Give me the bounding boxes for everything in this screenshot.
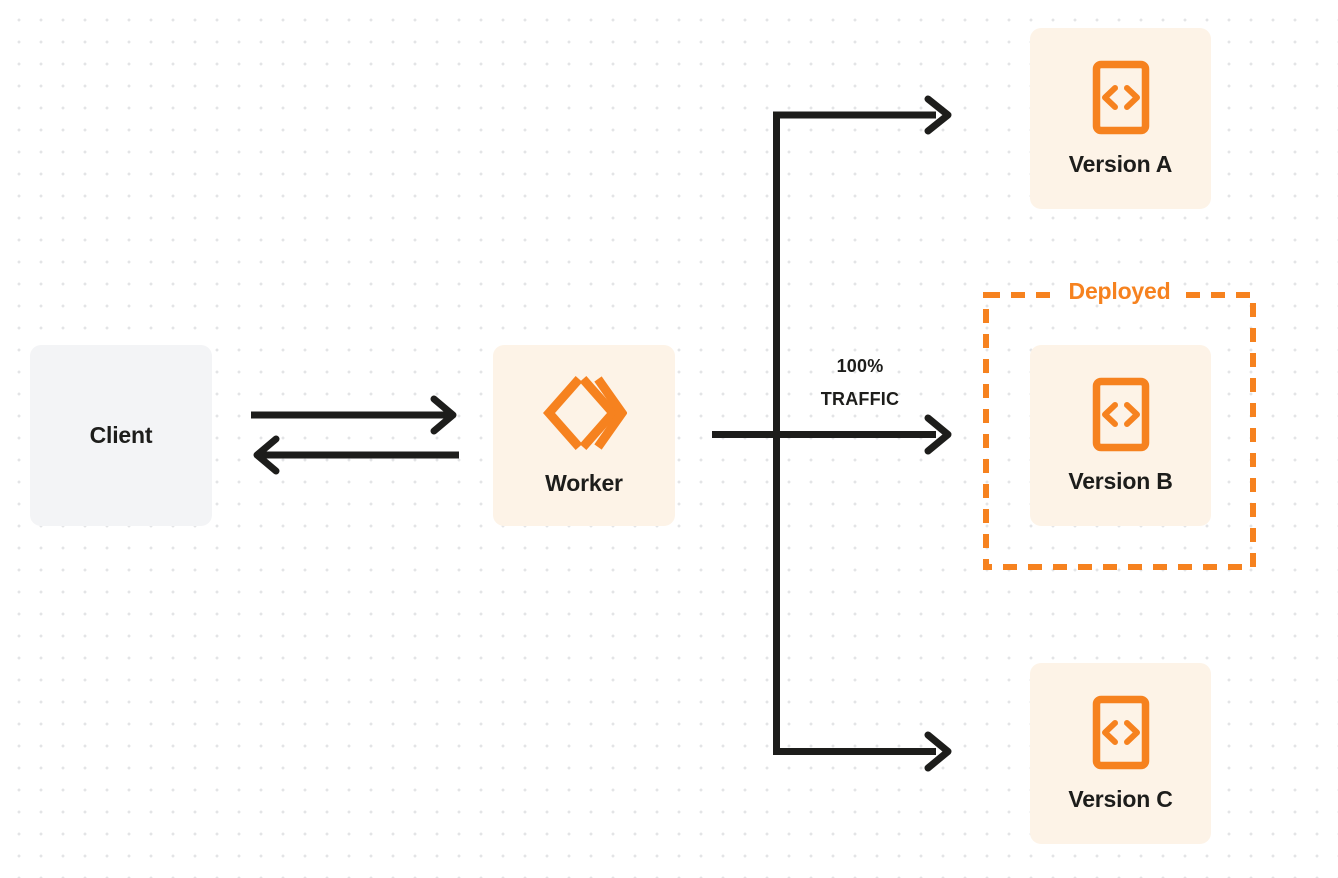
edge-to-version-a (773, 95, 952, 135)
node-version-c-label: Version C (1068, 785, 1173, 812)
node-version-b-label: Version B (1068, 467, 1173, 494)
code-file-icon (1092, 377, 1150, 452)
edge-worker-to-client (253, 435, 459, 475)
node-version-a-label: Version A (1068, 150, 1173, 177)
node-worker-label: Worker (545, 470, 623, 496)
code-file-icon (1092, 60, 1150, 135)
node-client-label: Client (89, 422, 153, 448)
edge-client-to-worker (251, 395, 457, 435)
cloudflare-workers-icon (541, 374, 627, 452)
node-version-c[interactable]: Version C (1030, 663, 1211, 844)
edge-to-version-b (712, 414, 952, 455)
node-version-b[interactable]: Version B (1030, 345, 1211, 526)
code-file-icon (1092, 695, 1150, 770)
node-worker[interactable]: Worker (493, 345, 675, 526)
node-version-a[interactable]: Version A (1030, 28, 1211, 209)
node-client[interactable]: Client (30, 345, 212, 526)
edge-to-version-c (773, 731, 952, 772)
